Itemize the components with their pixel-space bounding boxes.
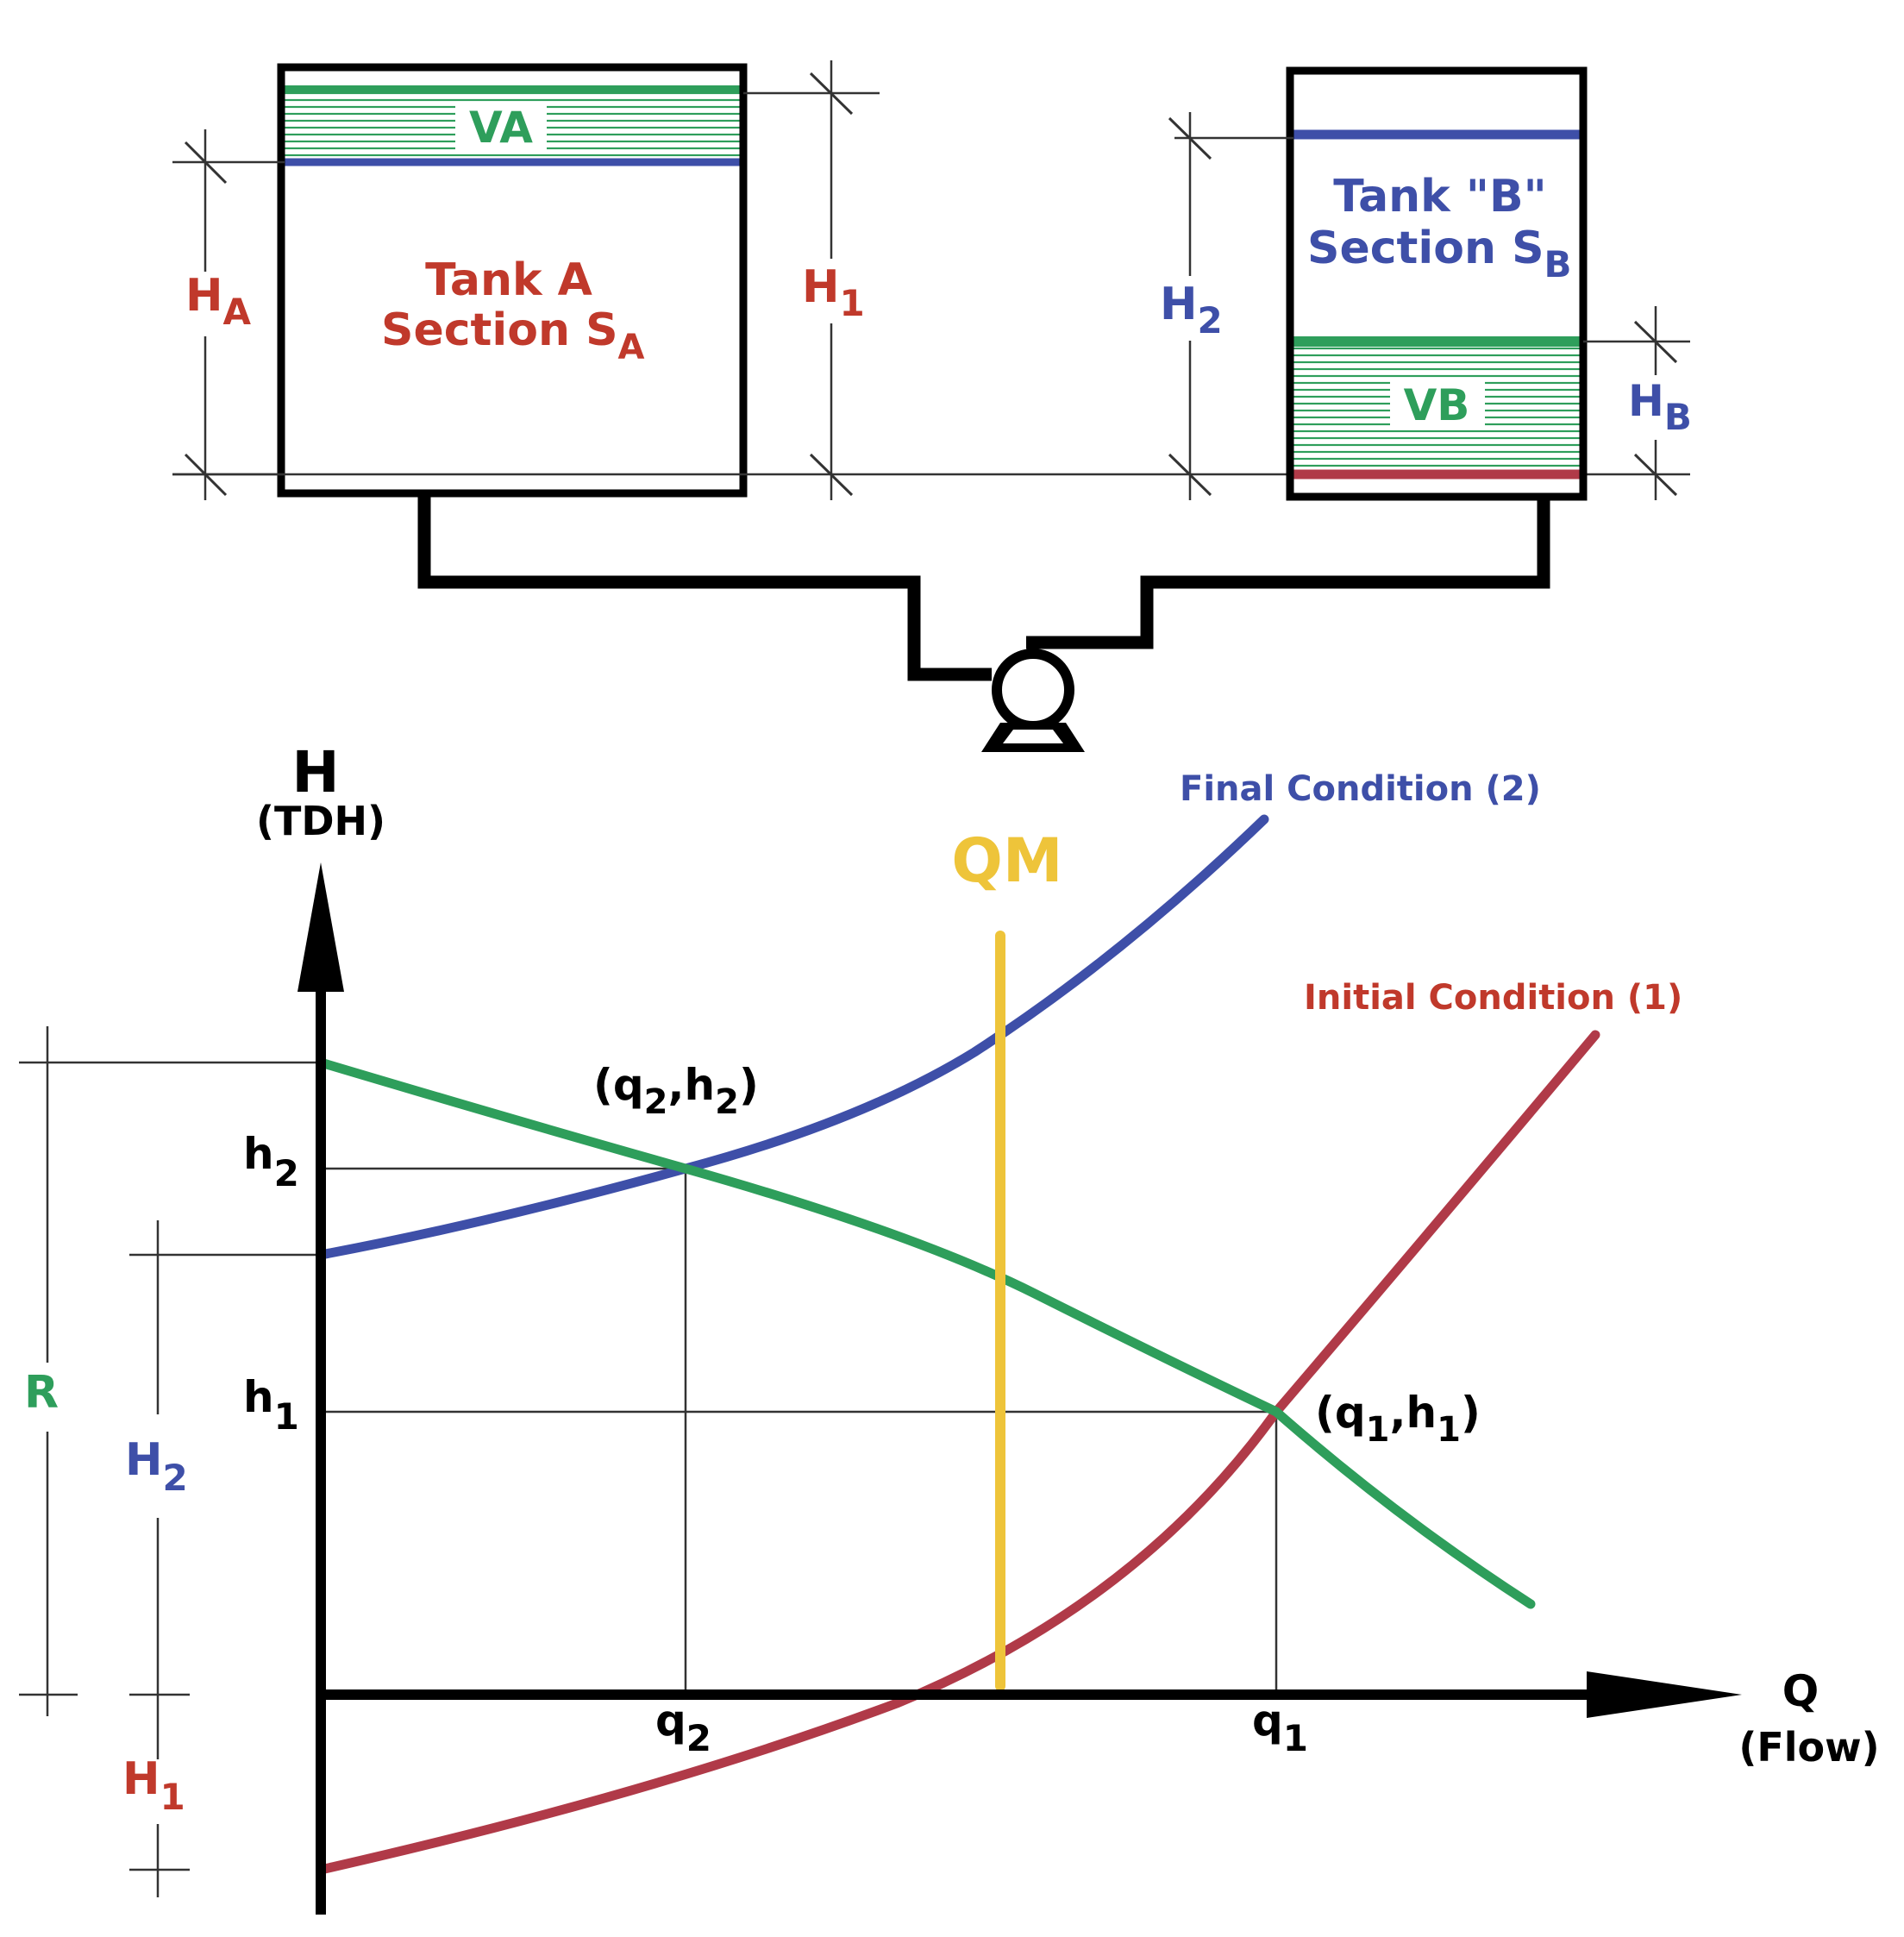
tank-a: VA Tank A Section SA — [277, 63, 748, 498]
pipe-right — [1026, 497, 1550, 649]
tank-a-height-label: HA — [185, 270, 252, 333]
tank-a-section: Section SA — [381, 304, 645, 367]
pump-icon — [981, 649, 1085, 752]
x-axis-sublabel: (Flow) — [1738, 1724, 1879, 1771]
tank-h1-label: H1 — [802, 261, 865, 324]
tank-a-volume-label: VA — [469, 103, 533, 153]
qm-label: QM — [951, 825, 1062, 896]
system-curve-final — [316, 814, 1269, 1260]
tank-b-label-bg — [1390, 379, 1485, 428]
dimension-ha: HA — [172, 129, 285, 500]
tank-b-title: Tank "B" — [1333, 171, 1546, 223]
dimension-hb: HB — [1583, 306, 1699, 500]
dimension-h2: H2 — [1156, 112, 1293, 500]
tank-a-label-bg — [455, 103, 547, 150]
x-axis-arrowhead — [1587, 1671, 1742, 1718]
tank-b: VB Tank "B" Section SB — [1286, 66, 1588, 501]
left-h2-label: H2 — [125, 1434, 188, 1499]
y-axis-sublabel: (TDH) — [256, 798, 385, 844]
tick-h2: h2 — [243, 1129, 299, 1194]
dimension-h1: H1 — [743, 60, 880, 500]
point-2-label: (q2,h2) — [593, 1060, 759, 1122]
initial-condition-label: Initial Condition (1) — [1304, 978, 1682, 1018]
x-axis-label: Q — [1782, 1666, 1819, 1716]
tank-a-title: Tank A — [425, 254, 592, 306]
tick-q2: q2 — [655, 1696, 711, 1759]
graph-guide-lines — [19, 1026, 1278, 1897]
graph: H (TDH) Q (Flow) QM Final Condition (2) … — [19, 739, 1880, 1915]
y-axis-arrowhead — [298, 862, 344, 992]
tank-b-outline — [1286, 66, 1588, 501]
tank-h2-label: H2 — [1160, 279, 1223, 342]
pipe-left — [417, 493, 992, 681]
tick-q1: q1 — [1252, 1696, 1308, 1759]
pump-curve — [316, 1057, 1536, 1609]
tank-b-volume-label: VB — [1404, 380, 1470, 430]
tank-a-outline — [277, 63, 748, 498]
final-condition-label: Final Condition (2) — [1180, 769, 1541, 809]
point-1-label: (q1,h1) — [1315, 1388, 1481, 1450]
y-axis-label: H — [291, 739, 339, 806]
tank-b-height-label: HB — [1628, 376, 1692, 438]
tank-b-section: Section SB — [1307, 223, 1572, 285]
tick-h1: h1 — [243, 1372, 299, 1438]
system-curve-initial — [316, 1030, 1600, 1875]
r-label: R — [24, 1367, 59, 1419]
left-h1-label: H1 — [122, 1753, 185, 1818]
piping — [417, 493, 1550, 681]
